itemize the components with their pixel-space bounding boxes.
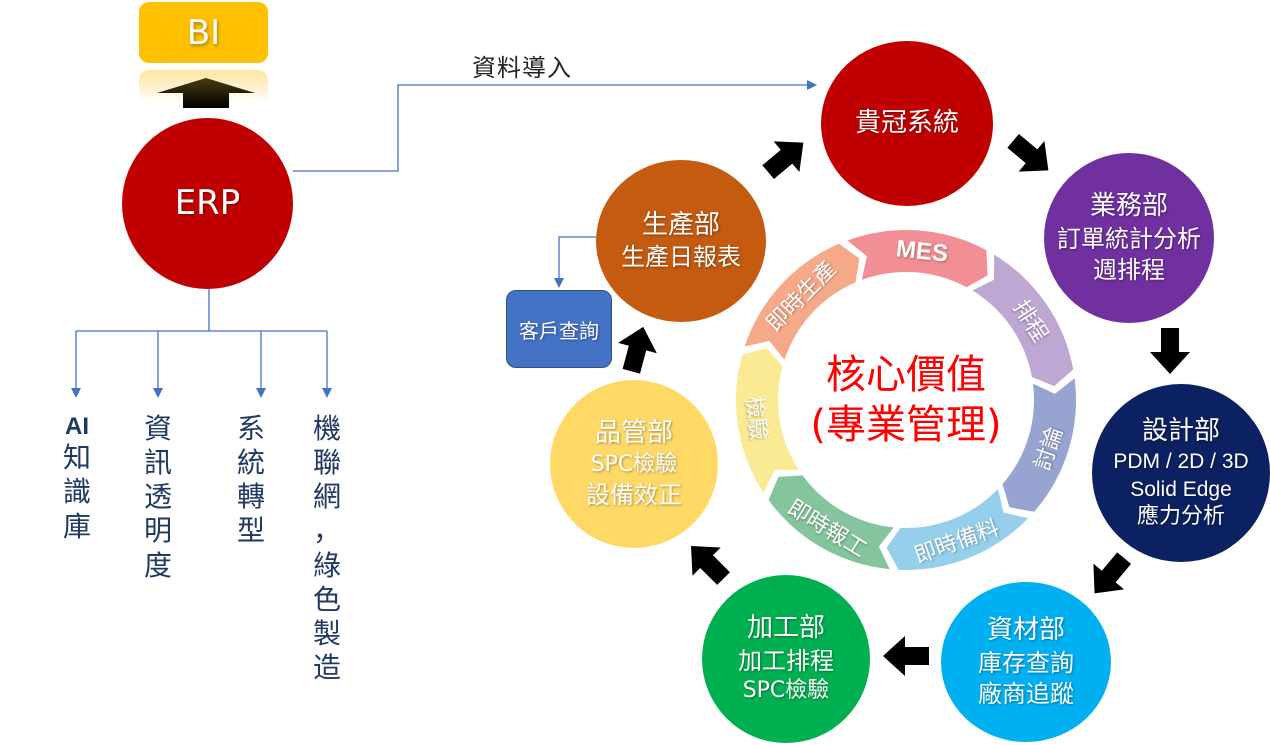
branch-char: 聯 <box>312 446 341 480</box>
cycle-segment-label: MES <box>894 235 949 268</box>
branch-char: 庫 <box>62 509 91 543</box>
node-line: 加工排程 <box>738 647 834 675</box>
branch-char: 知 <box>62 441 91 475</box>
erp-branch-connectors <box>71 289 332 398</box>
cycle-segment <box>1002 378 1076 512</box>
node-title: 資材部 <box>986 614 1065 645</box>
branch-char: 系 <box>236 412 265 445</box>
node-line: Solid Edge <box>1130 477 1232 501</box>
import-connector <box>293 80 817 172</box>
node-title: 業務部 <box>1089 190 1168 221</box>
arrow-material-to-machining-icon <box>883 636 929 676</box>
core-value-line: 核心價值 <box>826 352 986 398</box>
core-value-text: 核心價值 (專業管理) <box>796 350 1016 450</box>
node-line: 庫存查詢 <box>978 648 1074 677</box>
cycle-segment-label: 檢驗 <box>740 394 771 442</box>
bi-label: BI <box>186 12 221 53</box>
branch-char: 明 <box>143 514 172 548</box>
node-line: 週排程 <box>1093 255 1165 284</box>
branch-char: 製 <box>312 616 341 650</box>
cycle-segment <box>972 254 1074 387</box>
arrow-design-to-material-icon <box>1093 552 1132 594</box>
branch-char: 機 <box>312 412 341 445</box>
cycle-segment <box>847 229 988 288</box>
branch-info-transparency: 資訊透明度 <box>138 412 178 583</box>
branch-char: 網 <box>312 480 341 514</box>
arrow-qc-to-production-icon <box>618 326 657 374</box>
machining-dept-node: 加工部 加工排程 SPC檢驗 <box>702 575 870 743</box>
node-line: 廠商追蹤 <box>978 679 1074 708</box>
cycle-segment <box>735 348 799 493</box>
core-cycle-ring <box>735 229 1076 570</box>
node-title: 生產部 <box>641 209 720 240</box>
arrow-production-to-guiguan-icon <box>762 141 804 180</box>
customer-query-connector <box>554 236 596 288</box>
node-title: 加工部 <box>746 613 825 644</box>
branch-char: 訊 <box>143 446 172 480</box>
node-line: 應力分析 <box>1136 503 1225 529</box>
node-line: SPC檢驗 <box>590 452 678 477</box>
guiguan-system-node: 貴冠系統 <box>821 41 993 206</box>
node-line: 訂單統計分析 <box>1057 224 1201 253</box>
node-title: 品管部 <box>594 418 673 449</box>
branch-char: 資 <box>143 412 172 445</box>
core-value-line: (專業管理) <box>810 402 1002 448</box>
bi-box: BI <box>139 2 268 63</box>
branch-char: ， <box>312 514 341 548</box>
arrow-machining-to-qc-icon <box>691 546 730 585</box>
sales-dept-node: 業務部 訂單統計分析 週排程 <box>1044 153 1214 323</box>
import-label: 資料導入 <box>472 54 572 82</box>
branch-iot-green-manufacturing: 機聯網，綠色製造 <box>307 412 347 685</box>
cycle-segment <box>744 243 860 360</box>
erp-label: ERP <box>174 183 241 224</box>
up-arrow-icon <box>157 78 255 108</box>
node-line: 設備效正 <box>586 480 682 509</box>
production-dept-node: 生產部 生產日報表 <box>596 160 766 322</box>
branch-system-transformation: 系統轉型 <box>231 412 271 549</box>
design-dept-node: 設計部 PDM / 2D / 3D Solid Edge 應力分析 <box>1092 384 1270 562</box>
cycle-segment <box>886 489 1029 570</box>
cycle-segment <box>768 475 894 570</box>
branch-char: 透 <box>143 480 172 514</box>
branch-char: 識 <box>62 475 91 509</box>
branch-char: 色 <box>312 582 341 616</box>
node-title: 貴冠系統 <box>854 107 959 138</box>
branch-char: 型 <box>236 514 265 548</box>
branch-char: AI <box>65 413 89 440</box>
branch-char: 統 <box>236 446 265 480</box>
customer-query-label: 客戶查詢 <box>519 318 599 343</box>
node-line: SPC檢驗 <box>742 678 830 704</box>
erp-node: ERP <box>122 118 293 289</box>
node-line: PDM / 2D / 3D <box>1113 450 1249 474</box>
node-title: 設計部 <box>1141 415 1220 446</box>
branch-char: 綠 <box>312 548 341 582</box>
arrow-guiguan-to-sales-icon <box>1007 133 1049 172</box>
node-line: 生產日報表 <box>621 243 741 272</box>
branch-char: 轉 <box>236 480 265 514</box>
branch-char: 度 <box>143 548 172 582</box>
customer-query-box: 客戶查詢 <box>506 290 612 368</box>
qc-dept-node: 品管部 SPC檢驗 設備效正 <box>550 380 718 548</box>
branch-char: 造 <box>312 651 341 685</box>
arrow-sales-to-design-icon <box>1150 328 1190 374</box>
material-dept-node: 資材部 庫存查詢 廠商追蹤 <box>941 582 1111 742</box>
